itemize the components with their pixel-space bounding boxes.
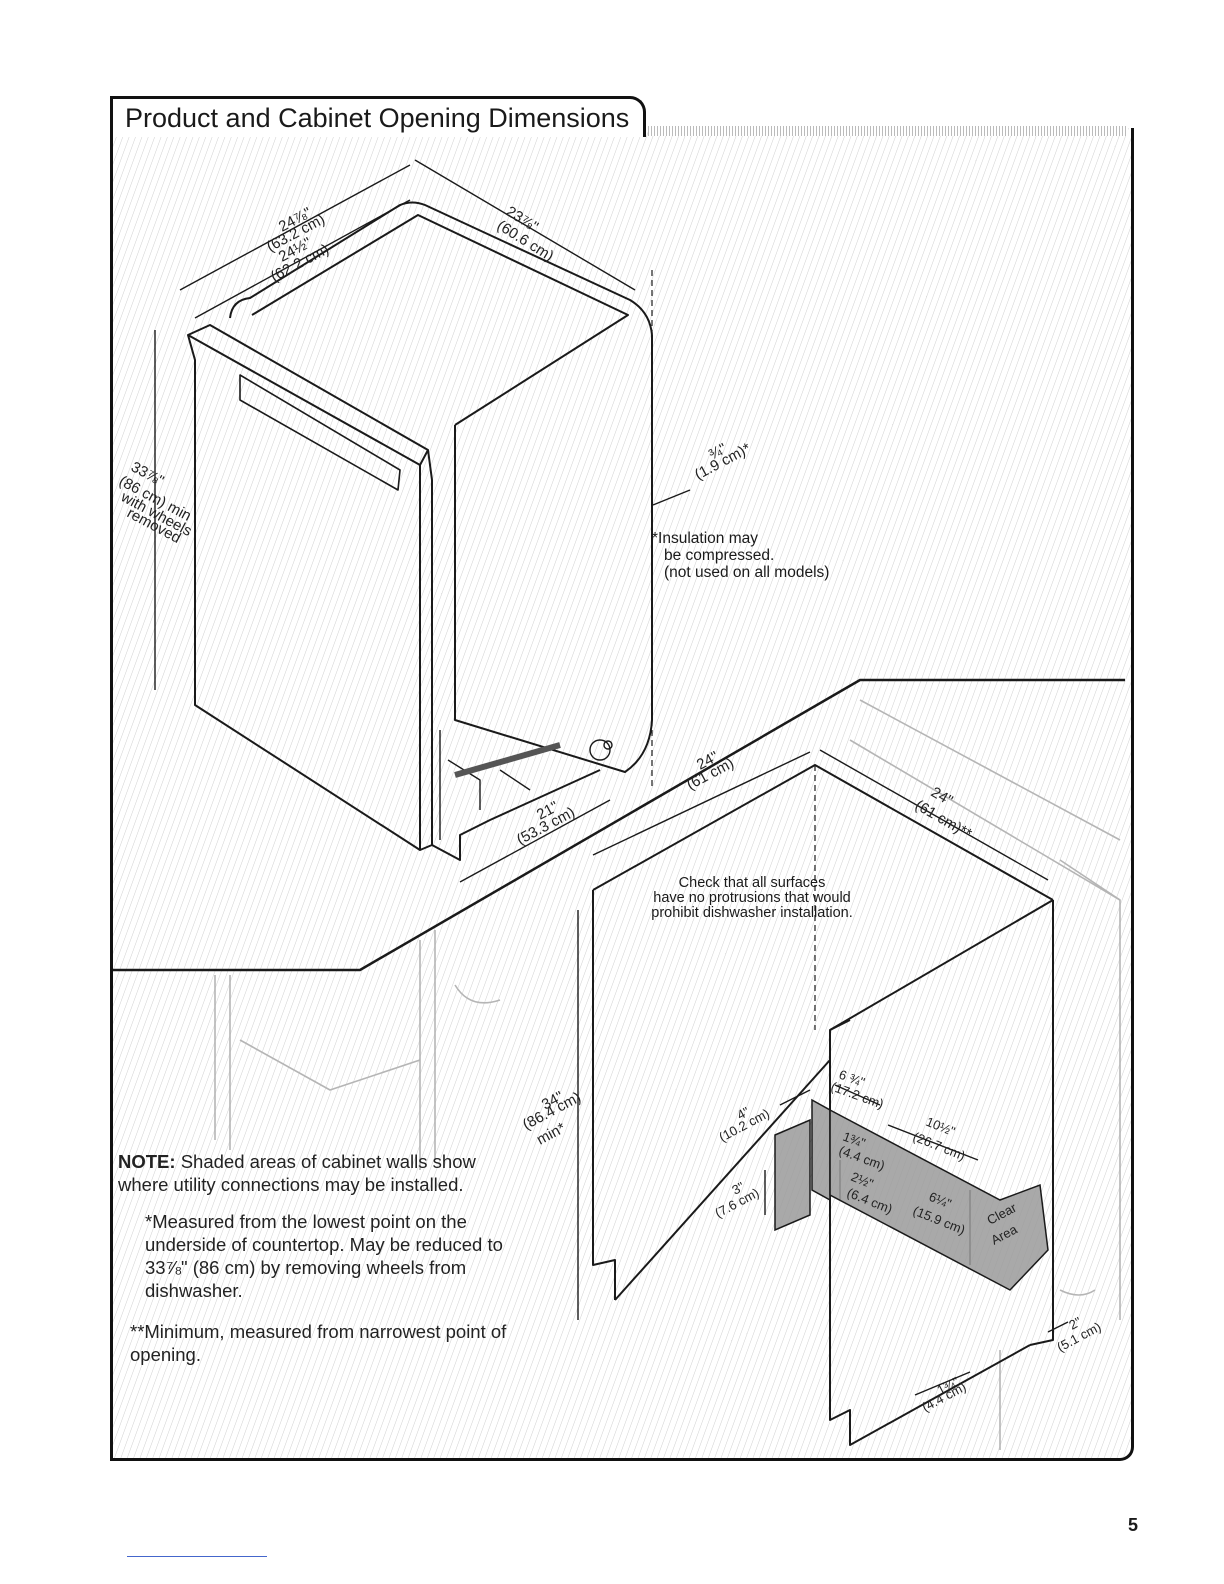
title-tab: Product and Cabinet Opening Dimensions: [110, 96, 646, 137]
double-asterisk-note: **Minimum, measured from narrowest point…: [130, 1321, 507, 1365]
opening-floor-left: [829, 1060, 1031, 1446]
dishwasher-door-top: [187, 334, 429, 466]
dishwasher-hose: [454, 742, 561, 778]
diagram-frame: [110, 128, 1134, 1461]
footer-link-line: [127, 1556, 267, 1557]
dim-insulation: ¾": [706, 440, 730, 463]
insulation-note-line1: *Insulation may: [652, 530, 758, 547]
opening-back-top: [829, 1019, 851, 1031]
dishwasher-base-parts: [439, 730, 613, 840]
background-cabinets: [214, 699, 1121, 1450]
dishwasher-top-back: [251, 214, 629, 426]
note-label: NOTE:: [118, 1151, 176, 1172]
dishwasher-side-right: [454, 335, 653, 773]
insulation-note-line3: (not used on all models): [664, 564, 830, 581]
title-stripe: [648, 126, 1128, 136]
dim-1-3-4: 1¾": [841, 1129, 868, 1151]
asterisk-note: *Measured from the lowest point on the u…: [145, 1211, 503, 1301]
opening-back-corner: [829, 899, 1054, 1060]
insulation-note-line2: be compressed.: [664, 547, 775, 564]
opening-back-left: [614, 1059, 831, 1301]
check-note-line3: prohibit dishwasher installation.: [651, 905, 853, 921]
opening-right-wall: [1029, 900, 1054, 1346]
opening-left-wall: [592, 890, 616, 1300]
dimension-lines: [154, 159, 1069, 1396]
check-note-line1: Check that all surfaces: [678, 875, 826, 891]
page-number: 5: [1128, 1515, 1139, 1535]
check-note: Check that all surfaces have no protrusi…: [622, 876, 882, 921]
utility-shade: [774, 1098, 1049, 1291]
dishwasher-base: [431, 769, 601, 861]
page-title: Product and Cabinet Opening Dimensions: [125, 103, 630, 133]
shaded-areas-note: NOTE: Shaded areas of cabinet walls show…: [118, 1150, 518, 1196]
dishwasher-top: [229, 201, 653, 336]
insulation-note: *Insulation may be compressed. (not used…: [652, 530, 829, 581]
check-note-line2: have no protrusions that would: [653, 890, 851, 906]
note-text: Shaded areas of cabinet walls show where…: [118, 1151, 476, 1195]
dishwasher-handle: [239, 374, 401, 491]
countertop-outline: [113, 678, 1125, 972]
